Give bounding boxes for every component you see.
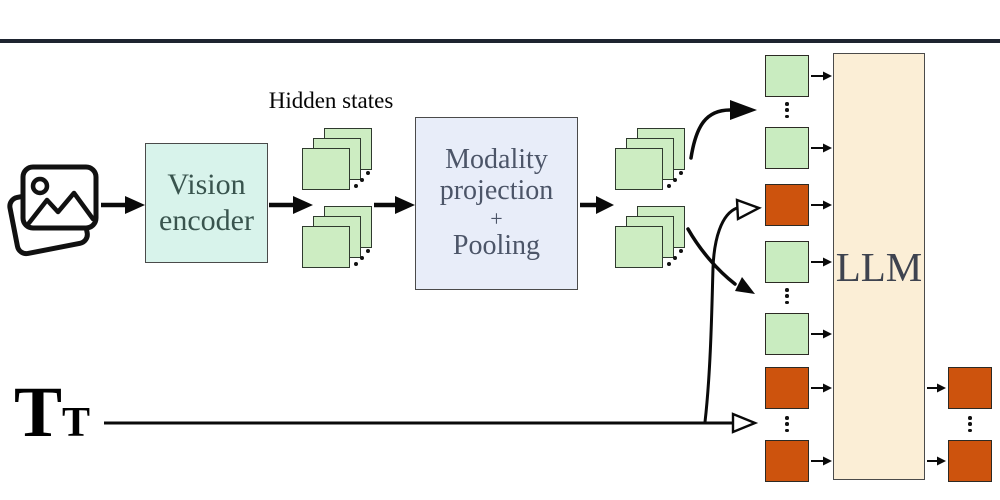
text-input-symbol: TT [14,376,90,448]
modality-label-line4: Pooling [452,229,541,261]
ellipsis-dot [785,428,789,432]
arrow-pooled-bottom-to-sequence [686,227,755,294]
output-text-token [948,367,992,409]
modality-label-line1: Modality [445,144,548,176]
modality-label-line2: projection [439,175,554,207]
input-image-token [765,55,809,97]
photo-front-sheet [20,164,99,231]
input-image-token [765,127,809,169]
hidden-states-stack-2 [302,206,380,270]
input-text-token [765,367,809,409]
stack-ellipsis-dot [366,171,370,175]
pooled-states-stack-1 [615,128,693,192]
llm-label: LLM [835,243,923,290]
input-ellipsis [765,416,809,432]
token-to-llm-arrows [811,71,832,466]
input-ellipsis [765,102,809,118]
stack-ellipsis-dot [667,184,671,188]
ellipsis-dot [968,422,972,426]
stack-ellipsis-dot [667,262,671,266]
arrow-pooled-top-to-sequence [689,100,757,160]
input-images-icon [7,164,99,257]
ellipsis-dot [785,114,789,118]
ellipsis-dot [785,416,789,420]
ellipsis-dot [968,428,972,432]
vision-encoder-box: Vision encoder [145,143,268,263]
text-symbol-subscript: T [62,400,91,446]
state-square [615,148,663,190]
ellipsis-dot [785,300,789,304]
input-ellipsis [765,288,809,304]
figure-top-rule [0,39,1000,43]
hidden-states-stack-1 [302,128,380,192]
stack-ellipsis-dot [360,256,364,260]
ellipsis-dot [785,102,789,106]
photo-sun-icon [30,176,50,196]
hidden-states-label: Hidden states [268,88,394,113]
ellipsis-dot [968,416,972,420]
modality-label-plus: + [490,205,503,231]
stack-ellipsis-dot [679,171,683,175]
input-image-token [765,313,809,355]
arrow-hidden-to-projector [374,196,415,214]
text-tokens-line [104,412,759,434]
text-symbol-main: T [14,372,63,452]
stack-ellipsis-dot [366,249,370,253]
stack-ellipsis-dot [673,178,677,182]
output-text-token [948,440,992,482]
llm-to-output-arrows [927,383,946,466]
arrow-image-to-encoder [101,196,145,214]
stack-ellipsis-dot [679,249,683,253]
photo-back-sheet [7,184,90,257]
input-text-token [765,184,809,226]
modality-projection-pooling-box: Modality projection + Pooling [415,117,578,290]
vision-encoder-label-line1: Vision [167,168,246,201]
input-image-token [765,241,809,283]
stack-ellipsis-dot [354,184,358,188]
input-text-token [765,440,809,482]
stack-ellipsis-dot [360,178,364,182]
state-square [615,226,663,268]
ellipsis-dot [785,294,789,298]
ellipsis-dot [785,288,789,292]
ellipsis-dot [785,108,789,112]
vision-encoder-label-line2: encoder [159,204,254,237]
arrow-projector-to-pooled [580,196,614,214]
stack-ellipsis-dot [354,262,358,266]
pooled-states-stack-2 [615,206,693,270]
stack-ellipsis-dot [673,256,677,260]
ellipsis-dot [785,422,789,426]
state-square [302,226,350,268]
llm-box: LLM [833,53,925,480]
state-square [302,148,350,190]
text-tokens-branch-arrow [703,198,762,423]
output-ellipsis [948,416,992,432]
photo-mountains-icon [26,190,96,226]
